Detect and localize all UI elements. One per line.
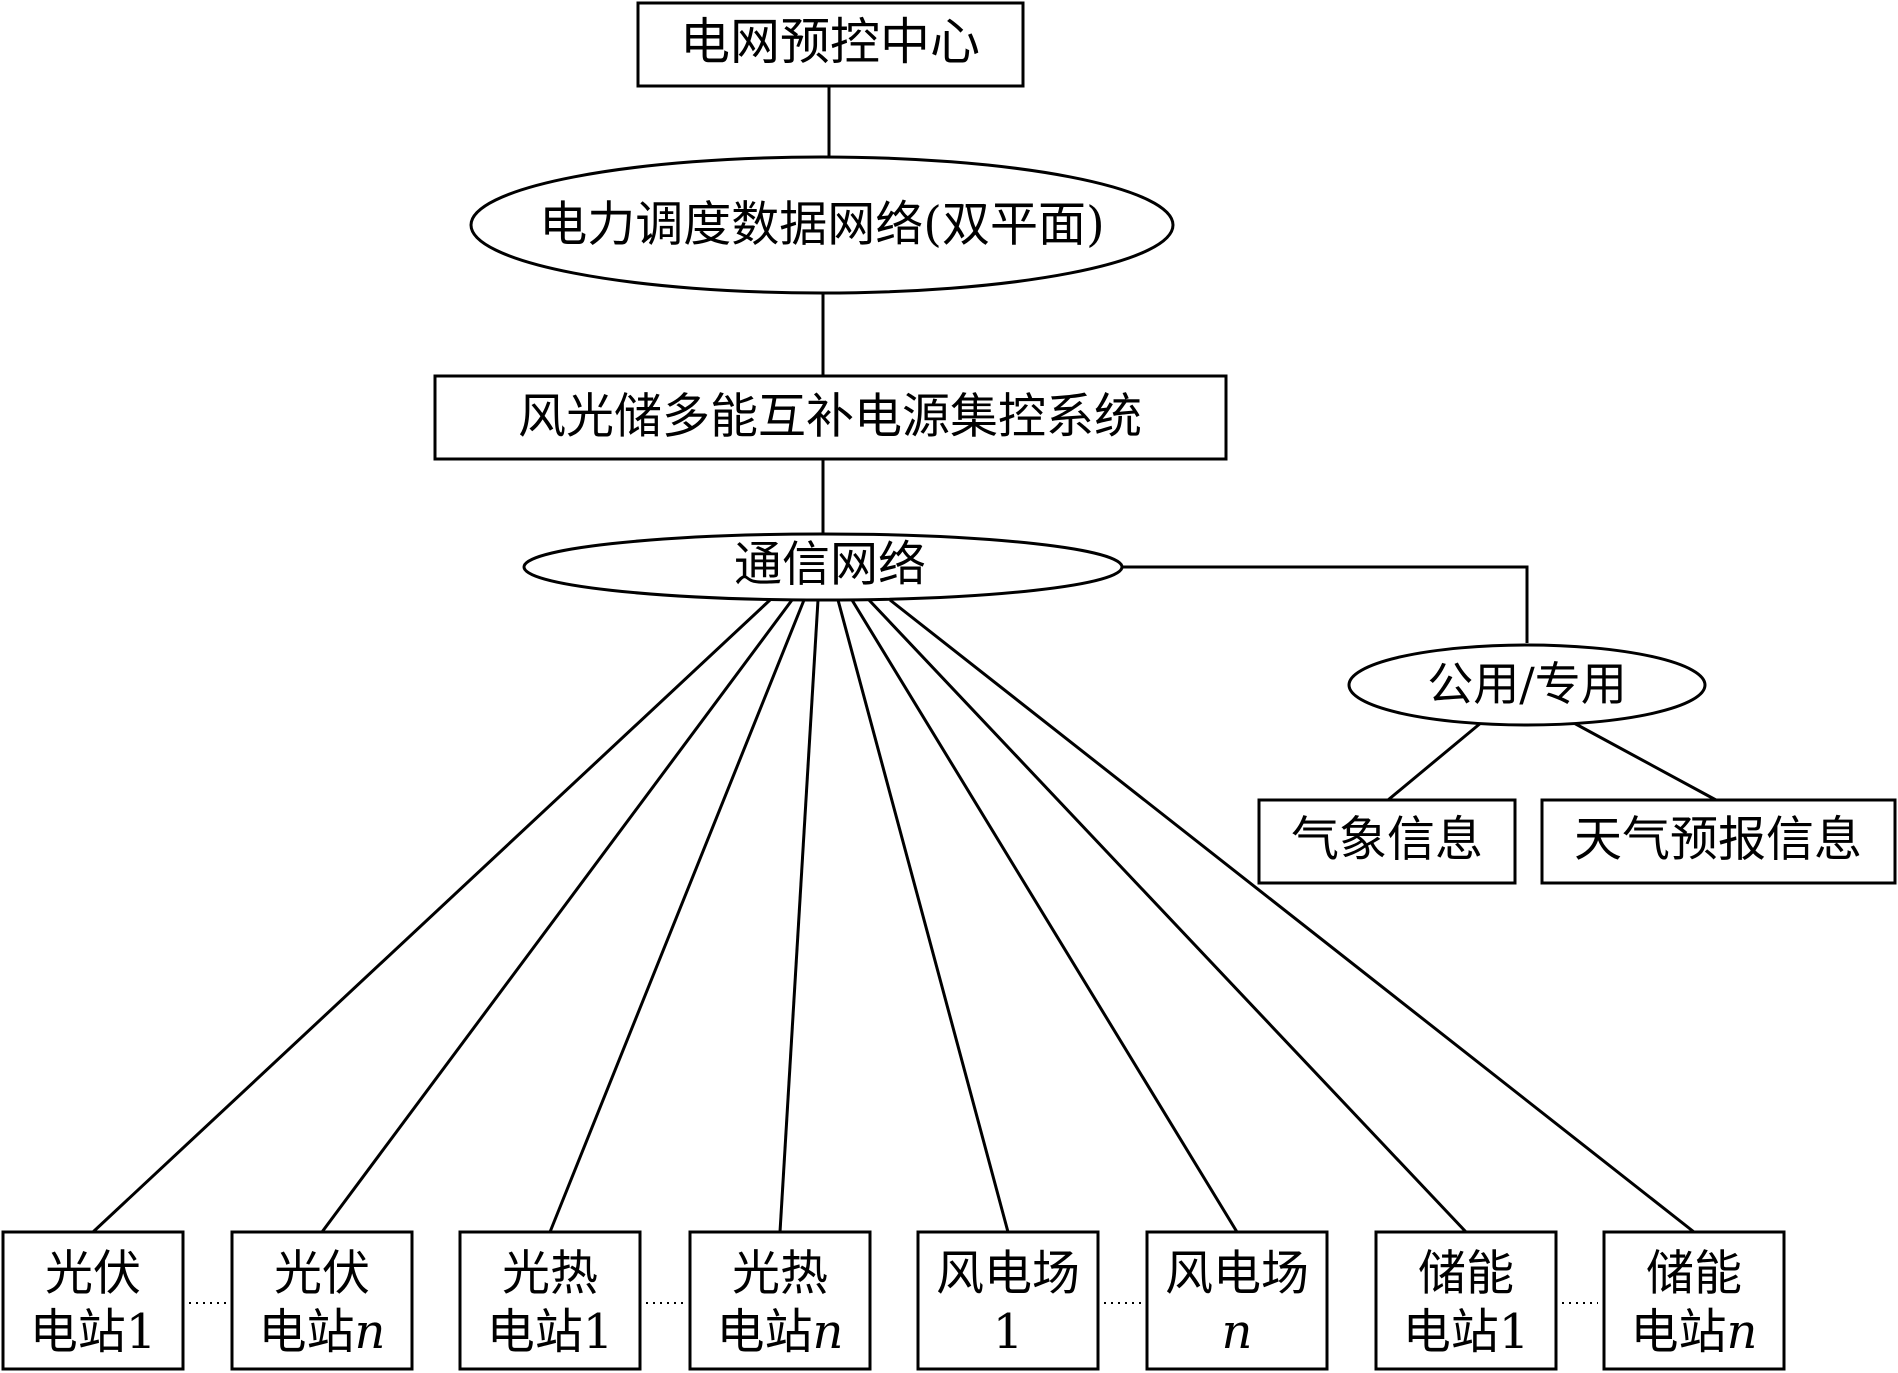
weather-info-box bbox=[1257, 798, 1517, 885]
station-label-line1: 储能 bbox=[1646, 1246, 1742, 1302]
dispatch-network-label: 电力调度数据网络(双平面) bbox=[539, 197, 1104, 253]
station-label-line2: 电站n bbox=[259, 1304, 386, 1360]
station-rect bbox=[688, 1230, 872, 1371]
forecast-info-label: 天气预报信息 bbox=[1574, 812, 1862, 868]
station-rect bbox=[1, 1230, 185, 1371]
weather-info-label: 气象信息 bbox=[1291, 812, 1483, 868]
public-private-label: 公用/专用 bbox=[1427, 657, 1627, 711]
station-rect bbox=[1145, 1230, 1329, 1371]
station-label-line1: 风电场 bbox=[936, 1246, 1080, 1302]
forecast-info-box bbox=[1540, 798, 1897, 885]
station-label-line2: 1 bbox=[993, 1304, 1024, 1360]
station-rect bbox=[230, 1230, 414, 1371]
control-system-box bbox=[433, 374, 1228, 461]
station-label-line1: 光热 bbox=[732, 1246, 828, 1302]
public-private-ellipse bbox=[1347, 643, 1707, 727]
station-rect bbox=[458, 1230, 642, 1371]
station-link-7 bbox=[867, 598, 1468, 1234]
edge-public-to-weather bbox=[1387, 720, 1483, 802]
dispatch-network-ellipse bbox=[469, 155, 1175, 295]
grid-center-label: 电网预控中心 bbox=[680, 13, 980, 71]
station-link-8 bbox=[889, 598, 1695, 1234]
station-links bbox=[91, 598, 1695, 1234]
station-link-5 bbox=[836, 599, 1010, 1233]
station-label-line2: 电站n bbox=[717, 1304, 844, 1360]
station-label-line1: 光热 bbox=[502, 1246, 598, 1302]
control-system-label: 风光储多能互补电源集控系统 bbox=[518, 389, 1142, 445]
station-link-1 bbox=[91, 598, 772, 1234]
station-rect bbox=[916, 1230, 1100, 1371]
comm-network-label: 通信网络 bbox=[734, 537, 926, 593]
comm-network-ellipse bbox=[522, 532, 1124, 602]
station-label-line1: 光伏 bbox=[45, 1246, 141, 1302]
station-label-line1: 储能 bbox=[1418, 1246, 1514, 1302]
edge-public-to-forecast bbox=[1571, 720, 1717, 802]
edge-comm-to-public-private bbox=[1121, 565, 1529, 643]
station-label-line1: 风电场 bbox=[1165, 1246, 1309, 1302]
station-label-line2: 电站1 bbox=[487, 1304, 614, 1360]
station-link-6 bbox=[850, 599, 1239, 1233]
station-link-3 bbox=[548, 599, 806, 1233]
station-rect bbox=[1602, 1230, 1786, 1371]
station-link-4 bbox=[778, 599, 820, 1233]
station-label-line1: 光伏 bbox=[274, 1246, 370, 1302]
station-label-line2: 电站n bbox=[1631, 1304, 1758, 1360]
grid-center-box bbox=[636, 1, 1025, 88]
station-label-line2: n bbox=[1222, 1304, 1253, 1360]
station-rect bbox=[1374, 1230, 1558, 1371]
station-label-line2: 电站1 bbox=[1403, 1304, 1530, 1360]
station-link-2 bbox=[320, 599, 794, 1233]
station-label-line2: 电站1 bbox=[30, 1304, 157, 1360]
